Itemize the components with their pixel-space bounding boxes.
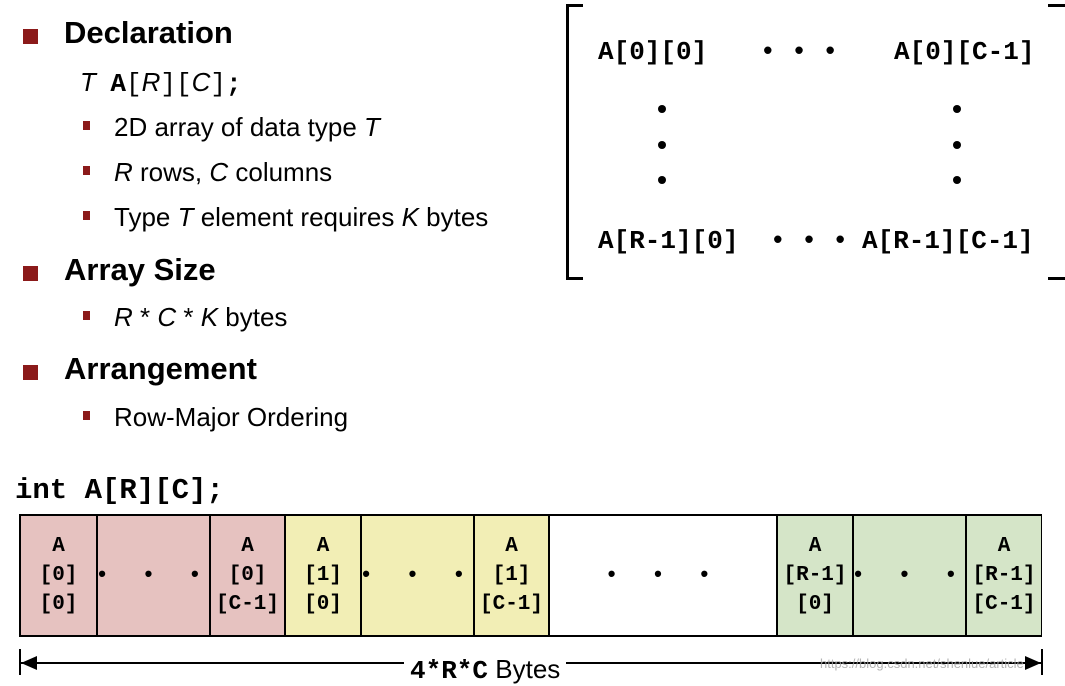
semicolon: ; [225, 69, 242, 99]
type-var: T [177, 202, 194, 232]
memory-cell: A [1] [C-1] [475, 516, 550, 635]
cell-label-line: [1] [304, 564, 342, 587]
cell-label-line: A [997, 535, 1011, 558]
vertical-dot [953, 105, 961, 113]
memory-layout-strip: A [0] [0] • • • A [0] [C-1] A [1] [0] • • • A [1] [C-… [19, 514, 1042, 637]
dimension-label: 4*R*C Bytes [404, 654, 567, 686]
array-name: A [110, 69, 126, 99]
cell-label-line: [0] [39, 593, 78, 616]
cell-label-line: A [316, 535, 330, 558]
operator: * [176, 302, 201, 332]
rows-var: R [114, 157, 133, 187]
heading-arrangement: Arrangement [64, 351, 257, 386]
code-declaration: int A[R][C]; [15, 474, 224, 507]
cell-label-line: [C-1] [215, 593, 279, 616]
cell-label-line: [R-1] [972, 564, 1036, 587]
cell-label-line: [0] [796, 593, 834, 616]
bytes-var: K [200, 302, 219, 332]
type-var: T [364, 112, 380, 142]
bullet-square [83, 121, 90, 130]
bracket: ] [210, 69, 226, 99]
rows-var: R [114, 302, 133, 332]
bullet-square [83, 166, 90, 175]
bullet-square [23, 266, 38, 281]
matrix-bottom-left: A[R-1][0] [598, 226, 739, 256]
ellipsis-dots: • • • [359, 563, 476, 588]
bullet-square [83, 311, 90, 320]
memory-cell: A [0] [0] [21, 516, 98, 635]
cell-label-line: A [52, 535, 65, 558]
matrix-bottom-dots: • • • [770, 226, 849, 256]
cell-label-line: A [505, 535, 518, 558]
operator: * [132, 302, 158, 332]
ellipsis-dots: • • • [851, 563, 968, 588]
bullet-square [23, 29, 38, 44]
matrix-top-left: A[0][0] [598, 37, 708, 67]
cell-label-line: [0] [228, 564, 267, 587]
bullet-text: rows, [132, 157, 210, 187]
memory-cell: • • • [550, 516, 778, 635]
bullet-text: bytes [418, 202, 489, 232]
cell-label-line: [1] [492, 564, 531, 587]
arrow-left-icon [21, 656, 37, 670]
bullet-square [83, 411, 90, 420]
cell-label-line: [C-1] [479, 593, 543, 616]
cell-label-line: A [808, 535, 822, 558]
memory-cell: A [0] [C-1] [211, 516, 286, 635]
cols-var: C [157, 302, 177, 332]
vertical-dot [658, 105, 666, 113]
bullet-text: 2D array of data type [114, 112, 365, 142]
arrow-right-icon [1025, 656, 1041, 670]
vertical-dot [658, 141, 666, 149]
memory-cell: • • • [95, 516, 212, 635]
dimension-tick-right [1041, 649, 1043, 675]
bullet-row-major: Row-Major Ordering [114, 402, 349, 432]
memory-cell: A [R-1] [0] [778, 516, 854, 635]
cell-label-line: [R-1] [783, 564, 847, 587]
type-var: T [80, 67, 96, 97]
size-unit: Bytes [495, 654, 561, 684]
cell-label-line: [C-1] [972, 593, 1036, 616]
rows-var: R [141, 67, 161, 97]
matrix-bottom-right: A[R-1][C-1] [862, 226, 1034, 256]
bullet-rows-columns: R rows, C columns [114, 156, 332, 188]
bullet-text: element requires [193, 202, 402, 232]
cols-var: C [209, 157, 229, 187]
memory-cell: • • • [359, 516, 476, 635]
watermark: https://blog.csdn.net/shenlue/article [820, 656, 1024, 671]
size-expression: 4*R*C [410, 656, 489, 686]
bullet-text: bytes [218, 302, 288, 332]
bullet-square [23, 365, 38, 380]
memory-cell: A [R-1] [C-1] [967, 516, 1041, 635]
cols-var: C [191, 67, 211, 97]
heading-declaration: Declaration [64, 15, 233, 50]
vertical-dot [658, 176, 666, 184]
bracket: [ [175, 69, 192, 99]
cell-label-line: [0] [304, 593, 342, 616]
declaration-syntax: T A[R][C]; [80, 66, 242, 100]
ellipsis-dots: • • • [95, 563, 212, 588]
cell-label-line: [0] [39, 564, 78, 587]
vertical-dot [953, 176, 961, 184]
left-bracket [566, 4, 583, 280]
matrix-top-right: A[0][C-1] [894, 37, 1035, 67]
bullet-size-formula: R * C * K bytes [114, 301, 287, 333]
bullet-text: columns [228, 157, 333, 187]
memory-cell: • • • [851, 516, 968, 635]
bracket: ] [160, 69, 176, 99]
bytes-var: K [401, 202, 419, 232]
cell-label-line: A [241, 535, 254, 558]
matrix-top-dots: • • • [760, 37, 839, 67]
right-bracket [1048, 4, 1065, 280]
dimension-tick-left [19, 649, 21, 675]
heading-array-size: Array Size [64, 252, 216, 287]
bullet-square [83, 211, 90, 220]
bracket: [ [125, 69, 142, 99]
bullet-element-size: Type T element requires K bytes [114, 201, 488, 233]
vertical-dot [953, 141, 961, 149]
bullet-data-type: 2D array of data type T [114, 111, 380, 143]
memory-cell: A [1] [0] [286, 516, 362, 635]
bullet-text: Type [114, 202, 178, 232]
ellipsis-dots: • • • [604, 563, 721, 588]
